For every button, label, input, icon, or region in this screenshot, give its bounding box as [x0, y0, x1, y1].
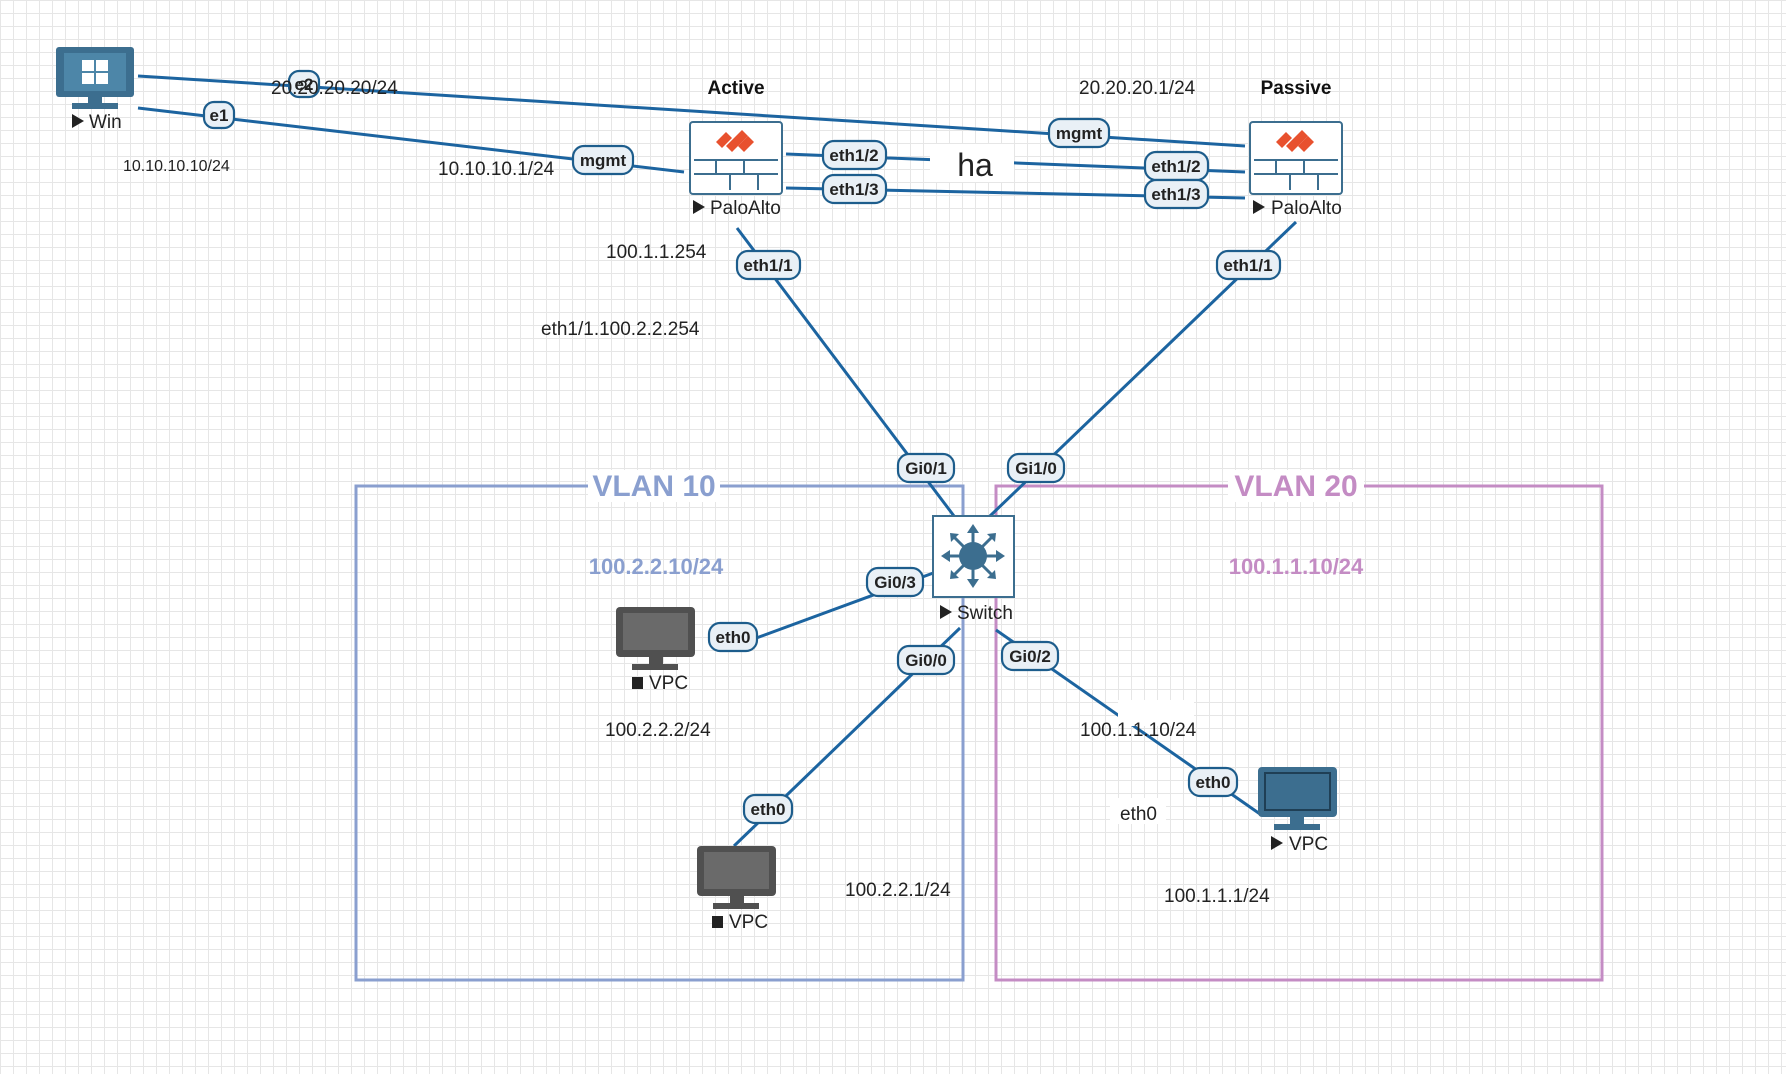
iface-passive-eth1-1[interactable]: eth1/1 — [1215, 249, 1282, 281]
active-role-label: Active — [707, 78, 764, 99]
note-active-mgmt-ip: 10.10.10.1/24 — [438, 159, 555, 180]
svg-text:e2: e2 — [295, 75, 314, 94]
svg-text:Gi0/1: Gi0/1 — [905, 459, 947, 478]
stopped-icon — [712, 916, 723, 928]
iface-active-mgmt[interactable]: mgmt — [571, 144, 635, 176]
node-vpc-1[interactable]: VPC — [616, 607, 695, 694]
note-vpc3-gw: 100.1.1.1/24 — [1164, 886, 1270, 907]
stopped-icon — [632, 677, 643, 689]
iface-vpc1-eth0[interactable]: eth0 — [707, 621, 759, 653]
node-switch[interactable]: Switch — [932, 515, 1015, 624]
iface-vpc3-eth0[interactable]: eth0 — [1187, 766, 1239, 798]
note-active-eth1-1-sub: eth1/1.100.2.2.254 — [541, 319, 700, 340]
iface-vpc2-eth0[interactable]: eth0 — [742, 793, 794, 825]
iface-switch-gi0-3[interactable]: Gi0/3 — [865, 566, 925, 598]
note-win-e1-ip: 10.10.10.10/24 — [123, 158, 230, 175]
vlan20-subnet: 100.1.1.10/24 — [1229, 554, 1364, 579]
node-paloalto-passive[interactable]: PaloAlto — [1249, 121, 1343, 219]
iface-passive-mgmt[interactable]: mgmt — [1047, 117, 1111, 149]
note-vpc3-eth: eth0 — [1120, 804, 1157, 825]
svg-text:mgmt: mgmt — [580, 151, 627, 170]
svg-text:eth1/1: eth1/1 — [743, 256, 792, 275]
node-win-label: Win — [89, 112, 122, 133]
note-passive-mgmt-ip: 20.20.20.1/24 — [1079, 78, 1196, 99]
paloalto-logo-icon — [716, 130, 754, 152]
iface-active-eth1-2[interactable]: eth1/2 — [821, 139, 888, 171]
paloalto-logo-icon — [1276, 130, 1314, 152]
node-vpc1-label: VPC — [649, 673, 688, 694]
svg-text:eth1/3: eth1/3 — [1151, 185, 1200, 204]
node-vpc-3[interactable]: VPC — [1258, 767, 1337, 855]
svg-text:mgmt: mgmt — [1056, 124, 1103, 143]
note-gi0-2-ip: 100.1.1.10/24 — [1080, 720, 1197, 741]
running-icon — [693, 200, 705, 214]
iface-switch-gi0-0[interactable]: Gi0/0 — [896, 644, 956, 676]
node-fw-passive-label: PaloAlto — [1271, 198, 1342, 219]
iface-active-eth1-3[interactable]: eth1/3 — [821, 173, 888, 205]
running-icon — [72, 114, 84, 128]
svg-text:eth1/3: eth1/3 — [829, 180, 878, 199]
iface-switch-gi0-2[interactable]: Gi0/2 — [1000, 640, 1060, 672]
svg-text:eth0: eth0 — [716, 628, 751, 647]
iface-switch-gi1-0[interactable]: Gi1/0 — [1006, 452, 1066, 484]
note-ha: ha — [957, 147, 993, 183]
annotations: 20.20.20.20/24 10.10.10.10/24 10.10.10.1… — [123, 78, 1270, 907]
svg-text:eth1/2: eth1/2 — [1151, 157, 1200, 176]
vlan10-subnet: 100.2.2.10/24 — [589, 554, 724, 579]
running-icon — [940, 605, 952, 619]
note-vpc1-ip: 100.2.2.2/24 — [605, 720, 711, 741]
interface-badges: e2 e1 mgmt mgmt eth1/2 eth1/3 eth1/2 et — [202, 69, 1282, 825]
multilayer-switch-arrows-icon — [941, 524, 1005, 588]
running-icon — [1271, 836, 1283, 850]
svg-text:eth1/1: eth1/1 — [1223, 256, 1272, 275]
svg-text:e1: e1 — [210, 106, 229, 125]
iface-win-e1[interactable]: e1 — [202, 100, 236, 130]
svg-text:eth1/2: eth1/2 — [829, 146, 878, 165]
node-switch-label: Switch — [957, 603, 1013, 624]
firewall-icon — [689, 121, 783, 195]
iface-passive-eth1-2[interactable]: eth1/2 — [1143, 150, 1210, 182]
note-vpc2-gw: 100.2.2.1/24 — [845, 880, 951, 901]
node-paloalto-active[interactable]: PaloAlto — [689, 121, 783, 219]
iface-passive-eth1-3[interactable]: eth1/3 — [1143, 178, 1210, 210]
node-fw-active-label: PaloAlto — [710, 198, 781, 219]
svg-text:Gi0/0: Gi0/0 — [905, 651, 947, 670]
node-vpc-2[interactable]: VPC — [697, 846, 776, 933]
vlan20-title: VLAN 20 — [1234, 470, 1357, 503]
vlan10-title: VLAN 10 — [592, 470, 715, 503]
iface-win-e2[interactable]: e2 — [287, 69, 321, 99]
note-active-eth1-1-ip: 100.1.1.254 — [606, 242, 707, 263]
firewall-icon — [1249, 121, 1343, 195]
svg-text:Gi0/2: Gi0/2 — [1009, 647, 1051, 666]
node-vpc2-label: VPC — [729, 912, 768, 933]
iface-active-eth1-1[interactable]: eth1/1 — [735, 249, 802, 281]
svg-text:Gi1/0: Gi1/0 — [1015, 459, 1057, 478]
svg-text:eth0: eth0 — [1196, 773, 1231, 792]
svg-text:Gi0/3: Gi0/3 — [874, 573, 916, 592]
running-icon — [1253, 200, 1265, 214]
note-win-e2-ip: 20.20.20.20/24 — [271, 78, 398, 99]
passive-role-label: Passive — [1261, 78, 1332, 99]
svg-text:eth0: eth0 — [751, 800, 786, 819]
node-win[interactable]: Win — [56, 47, 134, 133]
windows-logo-icon — [82, 60, 108, 84]
iface-switch-gi0-1[interactable]: Gi0/1 — [896, 452, 956, 484]
node-vpc3-label: VPC — [1289, 834, 1328, 855]
